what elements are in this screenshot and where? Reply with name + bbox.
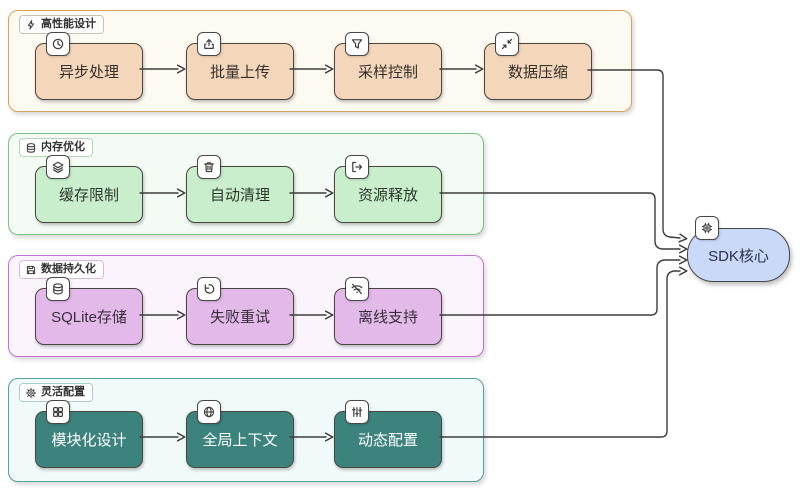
compress-icon (495, 32, 519, 56)
group-data-persistence: 数据持久化 SQLite存储 失败重试 (8, 255, 484, 357)
group-label-text: 灵活配置 (41, 386, 85, 398)
node-label: 模块化设计 (51, 432, 127, 449)
node-cache-limit: 缓存限制 (35, 155, 143, 223)
grid-icon (46, 400, 70, 424)
database-icon (46, 277, 70, 301)
save-icon (25, 264, 37, 276)
node-label: 缓存限制 (58, 187, 119, 204)
group-label-flexible-configuration: 灵活配置 (19, 383, 93, 402)
retry-icon (197, 277, 221, 301)
gear-icon (25, 387, 37, 399)
node-label: 失败重试 (209, 309, 270, 326)
node-label: 全局上下文 (202, 432, 278, 449)
clock-icon (46, 32, 70, 56)
node-global-context: 全局上下文 (186, 400, 294, 468)
group-label-text: 内存优化 (41, 141, 85, 153)
node-label: 批量上传 (209, 64, 270, 81)
node-batch-upload: 批量上传 (186, 32, 294, 100)
funnel-icon (345, 32, 369, 56)
node-label: SDK核心 (708, 247, 769, 265)
group-flexible-configuration: 灵活配置 模块化设计 全局上下文 (8, 378, 484, 482)
node-label: 采样控制 (357, 64, 418, 81)
trash-icon (197, 155, 221, 179)
node-label: SQLite存储 (51, 309, 127, 326)
node-offline-support: 离线支持 (334, 277, 442, 345)
node-retry-on-failure: 失败重试 (186, 277, 294, 345)
wifi-off-icon (345, 277, 369, 301)
node-auto-cleanup: 自动清理 (186, 155, 294, 223)
node-label: 动态配置 (357, 432, 418, 449)
group-memory-optimization: 内存优化 缓存限制 自动清理 (8, 133, 484, 235)
upload-icon (197, 32, 221, 56)
lightning-icon (25, 19, 37, 31)
group-label-text: 数据持久化 (41, 263, 96, 275)
database-icon (25, 142, 37, 154)
node-label: 数据压缩 (507, 64, 568, 81)
node-dynamic-config: 动态配置 (334, 400, 442, 468)
export-icon (345, 155, 369, 179)
group-high-performance: 高性能设计 异步处理 批量上传 采样控制 (8, 10, 632, 112)
node-label: 资源释放 (357, 187, 418, 204)
group-label-text: 高性能设计 (41, 18, 96, 30)
group-label-memory-optimization: 内存优化 (19, 138, 93, 157)
node-label: 离线支持 (357, 309, 418, 326)
node-label: 自动清理 (209, 187, 270, 204)
cpu-icon (695, 216, 719, 240)
node-label: 异步处理 (58, 64, 119, 81)
node-data-compression: 数据压缩 (484, 32, 592, 100)
node-modular-design: 模块化设计 (35, 400, 143, 468)
node-sdk-core: SDK核心 (687, 216, 790, 282)
sliders-icon (345, 400, 369, 424)
layers-icon (46, 155, 70, 179)
globe-icon (197, 400, 221, 424)
node-async-processing: 异步处理 (35, 32, 143, 100)
node-resource-release: 资源释放 (334, 155, 442, 223)
node-sqlite-storage: SQLite存储 (35, 277, 143, 345)
node-sampling-control: 采样控制 (334, 32, 442, 100)
